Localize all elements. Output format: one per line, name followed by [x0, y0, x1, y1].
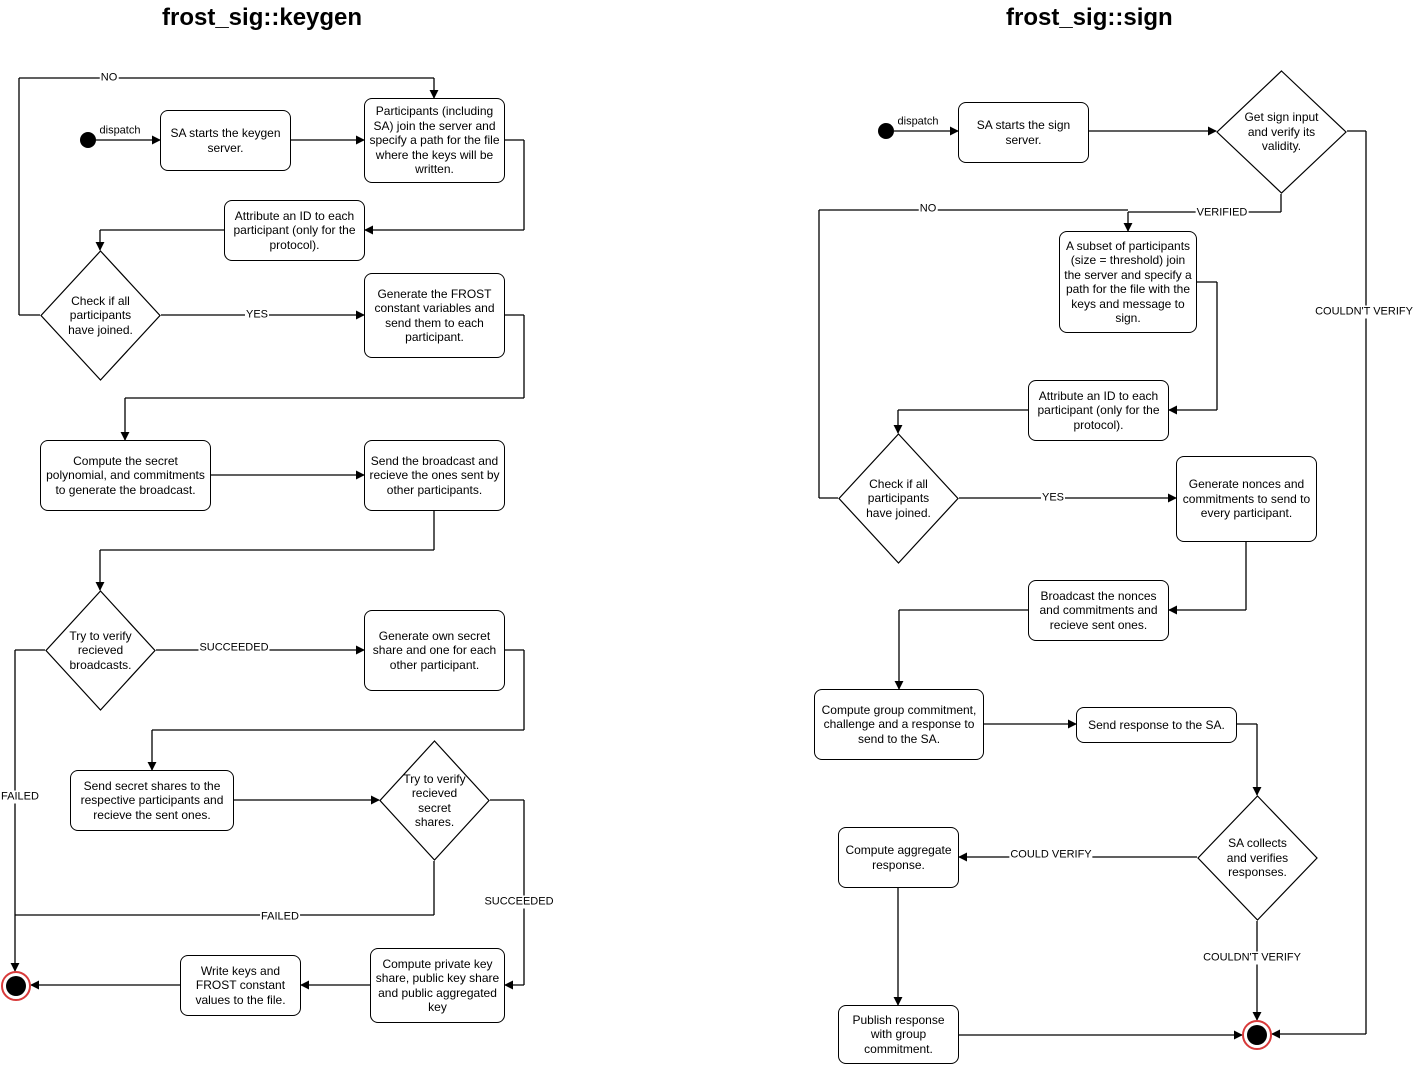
sign-start-node [878, 123, 894, 139]
keygen-edge-no-label: NO [99, 71, 119, 85]
keygen-edge-succeeded-shares-label: SUCCEEDED [483, 895, 555, 909]
sign-sa-start-node: SA starts the sign server. [958, 102, 1089, 163]
sign-sa-collects-text: SA collects and verifies responses. [1226, 836, 1289, 880]
sign-attribute-id-node: Attribute an ID to each participant (onl… [1028, 380, 1169, 441]
keygen-check-joined-decision: Check if all participants have joined. [40, 250, 161, 381]
keygen-compute-polynomial-node: Compute the secret polynomial, and commi… [40, 440, 211, 511]
sign-compute-aggregate-node: Compute aggregate response. [838, 827, 959, 888]
sign-publish-node: Publish response with group commitment. [838, 1005, 959, 1064]
sign-generate-nonces-node: Generate nonces and commitments to send … [1176, 456, 1317, 542]
keygen-edge-failed-shares-label: FAILED [260, 910, 300, 924]
keygen-verify-broadcasts-decision: Try to verify recieved broadcasts. [45, 590, 156, 711]
keygen-edge-succeeded-label: SUCCEEDED [198, 641, 270, 655]
sign-edge-no-label: NO [918, 202, 938, 216]
sign-get-input-text: Get sign input and verify its validity. [1244, 110, 1319, 154]
keygen-compute-keys-node: Compute private key share, public key sh… [370, 948, 505, 1023]
sign-edge-couldnt-verify-input-label: COULDN'T VERIFY [1314, 305, 1414, 319]
keygen-verify-shares-text: Try to verify recieved secret shares. [403, 771, 466, 830]
sign-broadcast-nonces-node: Broadcast the nonces and commitments and… [1028, 580, 1169, 641]
sign-dispatch-label: dispatch [896, 115, 940, 129]
sign-edge-could-verify-label: COULD VERIFY [1009, 848, 1093, 862]
keygen-verify-shares-decision: Try to verify recieved secret shares. [379, 740, 490, 861]
keygen-edge-yes-label: YES [244, 308, 270, 322]
keygen-check-joined-text: Check if all participants have joined. [68, 293, 133, 337]
sign-title: frost_sig::sign [1006, 4, 1173, 31]
sign-check-joined-text: Check if all participants have joined. [866, 476, 931, 520]
sign-check-joined-decision: Check if all participants have joined. [838, 433, 959, 564]
keygen-title: frost_sig::keygen [162, 4, 363, 31]
keygen-dispatch-label: dispatch [98, 124, 142, 138]
keygen-edge-failed-label: FAILED [0, 790, 40, 804]
keygen-start-node [80, 132, 96, 148]
sign-edge-couldnt-verify-responses-label: COULDN'T VERIFY [1202, 951, 1302, 965]
keygen-generate-shares-node: Generate own secret share and one for ea… [364, 610, 505, 691]
sign-compute-group-node: Compute group commitment, challenge and … [814, 689, 984, 760]
sign-get-input-decision: Get sign input and verify its validity. [1216, 70, 1347, 194]
keygen-sa-start-node: SA starts the keygen server. [160, 110, 291, 171]
sign-end-node [1242, 1020, 1272, 1050]
keygen-generate-constants-node: Generate the FROST constant variables an… [364, 273, 505, 358]
keygen-send-broadcast-node: Send the broadcast and recieve the ones … [364, 440, 505, 511]
sign-sa-collects-decision: SA collects and verifies responses. [1197, 795, 1318, 921]
keygen-attribute-id-node: Attribute an ID to each participant (onl… [224, 200, 365, 261]
keygen-send-shares-node: Send secret shares to the respective par… [70, 770, 234, 831]
sign-subset-join-node: A subset of participants (size = thresho… [1059, 231, 1197, 333]
keygen-write-keys-node: Write keys and FROST constant values to … [180, 955, 301, 1016]
sign-edge-verified-label: VERIFIED [1195, 206, 1249, 220]
keygen-end-node [1, 971, 31, 1001]
sign-send-response-node: Send response to the SA. [1076, 707, 1237, 743]
keygen-verify-broadcasts-text: Try to verify recieved broadcasts. [69, 628, 132, 672]
keygen-join-node: Participants (including SA) join the ser… [364, 98, 505, 183]
sign-edge-yes-label: YES [1040, 491, 1066, 505]
